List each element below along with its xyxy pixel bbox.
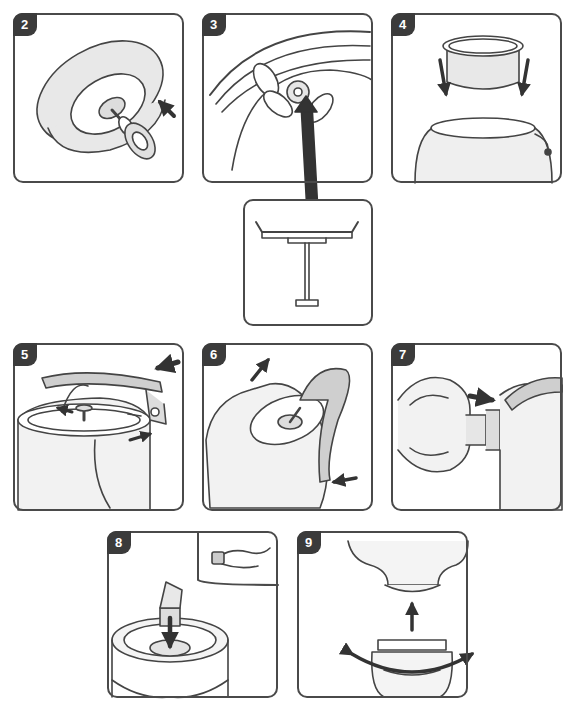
step-panel: 5 <box>13 343 184 511</box>
step-number: 6 <box>202 343 226 366</box>
step-panel: 4 <box>391 13 562 183</box>
step-panel: 9 <box>297 531 468 698</box>
step-number: 4 <box>391 13 415 36</box>
step-panel: 2 <box>13 13 184 183</box>
step-number: 3 <box>202 13 226 36</box>
step-panel: 7 <box>391 343 562 511</box>
step-number: 2 <box>13 13 37 36</box>
step-number: 8 <box>107 531 131 554</box>
step-panel: 8 <box>107 531 278 698</box>
step-number: 7 <box>391 343 415 366</box>
step-number: 9 <box>297 531 321 554</box>
step-number: 5 <box>13 343 37 366</box>
step-panel: 6 <box>202 343 373 511</box>
step-panel: 3 <box>202 13 373 183</box>
